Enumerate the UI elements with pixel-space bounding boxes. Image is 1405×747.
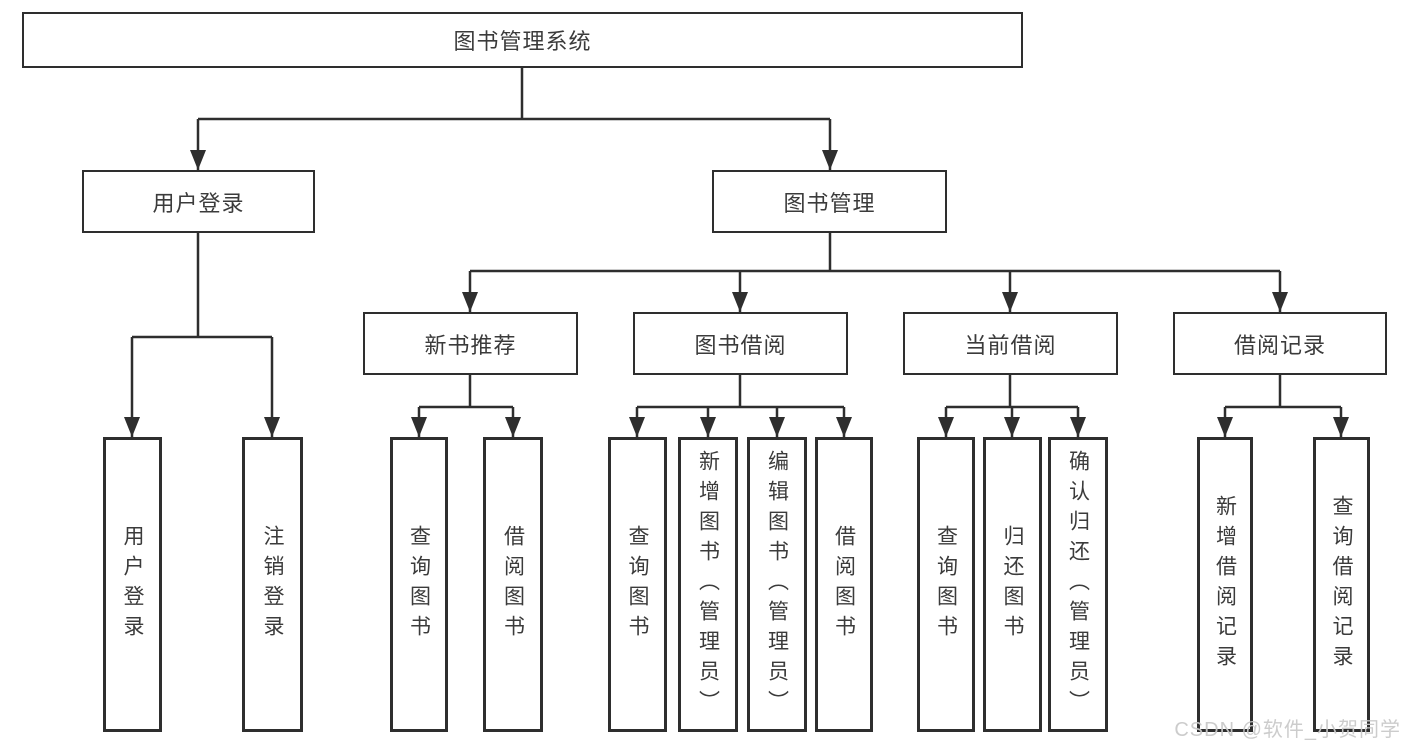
- node-root-system: 图书管理系统: [22, 12, 1023, 68]
- csdn-watermark: CSDN @软件_小贺同学: [1174, 719, 1401, 741]
- leaf-label: 查询图书: [407, 524, 431, 645]
- node-current-borrowing: 当前借阅: [903, 312, 1118, 375]
- leaf-borrow-books: 借阅图书: [815, 437, 873, 732]
- leaf-query-borrow-record: 查询借阅记录: [1313, 437, 1370, 732]
- leaf-label: 归还图书: [1001, 524, 1024, 645]
- leaf-edit-book-admin: 编辑图书（管理员）: [747, 437, 807, 732]
- leaf-return-books: 归还图书: [983, 437, 1042, 732]
- leaf-user-login: 用户登录: [103, 437, 162, 732]
- node-book-management-branch: 图书管理: [712, 170, 947, 233]
- leaf-query-books-current: 查询图书: [917, 437, 975, 732]
- leaf-label: 新增图书（管理员）: [696, 449, 720, 720]
- node-borrowing-records: 借阅记录: [1173, 312, 1387, 375]
- leaf-label: 查询图书: [934, 524, 958, 645]
- leaf-add-book-admin: 新增图书（管理员）: [678, 437, 738, 732]
- connector-arrow-lines: [124, 119, 1349, 437]
- node-user-login-branch: 用户登录: [82, 170, 315, 233]
- leaf-add-borrow-record: 新增借阅记录: [1197, 437, 1253, 732]
- leaf-label: 用户登录: [121, 524, 144, 645]
- leaf-confirm-return-admin: 确认归还（管理员）: [1048, 437, 1108, 732]
- leaf-borrow-books-recommend: 借阅图书: [483, 437, 543, 732]
- node-book-borrowing: 图书借阅: [633, 312, 848, 375]
- leaf-query-books-borrowing: 查询图书: [608, 437, 667, 732]
- leaf-label: 查询借阅记录: [1330, 494, 1353, 675]
- leaf-label: 借阅图书: [501, 524, 525, 645]
- node-new-book-recommendation: 新书推荐: [363, 312, 578, 375]
- leaf-label: 编辑图书（管理员）: [765, 449, 789, 720]
- leaf-logout: 注销登录: [242, 437, 303, 732]
- leaf-label: 注销登录: [261, 524, 284, 645]
- leaf-label: 确认归还（管理员）: [1066, 449, 1090, 720]
- leaf-label: 新增借阅记录: [1213, 494, 1237, 675]
- leaf-label: 借阅图书: [832, 524, 856, 645]
- leaf-query-books-recommend: 查询图书: [390, 437, 448, 732]
- leaf-label: 查询图书: [626, 524, 649, 645]
